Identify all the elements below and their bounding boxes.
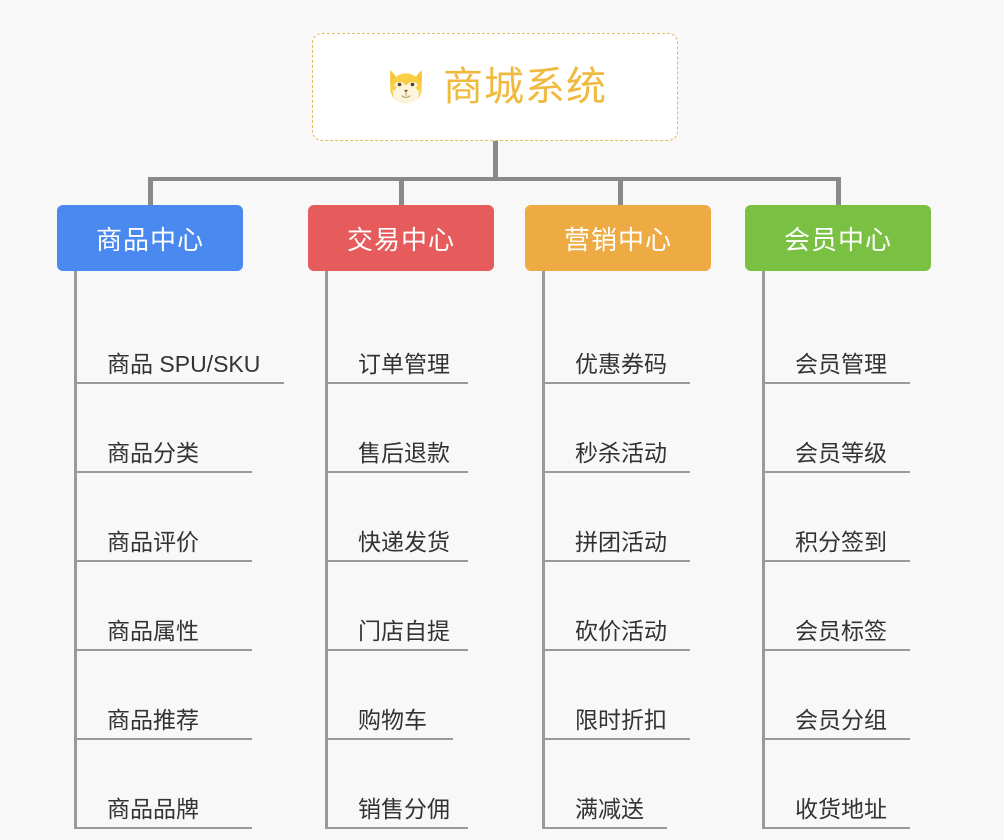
connector-drop-1 [148, 177, 153, 205]
list-item[interactable]: 限时折扣 [545, 651, 690, 740]
leaf-label: 会员等级 [795, 439, 887, 466]
list-item[interactable]: 满减送 [545, 740, 667, 829]
leaf-label: 会员分组 [795, 706, 887, 733]
leaf-label: 满减送 [575, 795, 644, 822]
root-title: 商城系统 [443, 65, 607, 109]
list-item[interactable]: 会员标签 [765, 562, 910, 651]
branch-member-center: 会员中心 会员管理 会员等级 积分签到 会员标签 会员分组 收货地址 [745, 205, 931, 829]
list-item[interactable]: 秒杀活动 [545, 384, 690, 473]
list-item[interactable]: 门店自提 [328, 562, 468, 651]
connector-drop-3 [618, 177, 623, 205]
leaf-label: 订单管理 [358, 350, 450, 377]
leaf-label: 商品品牌 [107, 795, 199, 822]
leaf-label: 购物车 [358, 706, 427, 733]
leaf-label: 会员标签 [795, 617, 887, 644]
list-item[interactable]: 会员等级 [765, 384, 910, 473]
leaf-label: 砍价活动 [575, 617, 667, 644]
branch-header-marketing-center[interactable]: 营销中心 [525, 205, 711, 271]
root-node[interactable]: 商城系统 [312, 33, 678, 141]
leaf-label: 会员管理 [795, 350, 887, 377]
leaf-label: 商品 SPU/SKU [107, 350, 261, 377]
list-item[interactable]: 商品评价 [77, 473, 252, 562]
list-item[interactable]: 销售分佣 [328, 740, 468, 829]
leaf-list-product-center: 商品 SPU/SKU 商品分类 商品评价 商品属性 商品推荐 商品品牌 [74, 271, 284, 829]
leaf-label: 拼团活动 [575, 528, 667, 555]
leaf-label: 积分签到 [795, 528, 887, 555]
leaf-list-marketing-center: 优惠券码 秒杀活动 拼团活动 砍价活动 限时折扣 满减送 [542, 271, 690, 829]
branch-header-trade-center[interactable]: 交易中心 [308, 205, 494, 271]
list-item[interactable]: 售后退款 [328, 384, 468, 473]
leaf-label: 快递发货 [358, 528, 450, 555]
list-item[interactable]: 收货地址 [765, 740, 910, 829]
leaf-label: 收货地址 [795, 795, 887, 822]
connector-drop-4 [836, 177, 841, 205]
list-item[interactable]: 购物车 [328, 651, 453, 740]
list-item[interactable]: 会员分组 [765, 651, 910, 740]
leaf-label: 限时折扣 [575, 706, 667, 733]
leaf-label: 销售分佣 [358, 795, 450, 822]
list-item[interactable]: 商品分类 [77, 384, 252, 473]
leaf-label: 商品分类 [107, 439, 199, 466]
branch-header-member-center[interactable]: 会员中心 [745, 205, 931, 271]
shiba-dog-icon [390, 69, 422, 104]
branch-trade-center: 交易中心 订单管理 售后退款 快递发货 门店自提 购物车 销售分佣 [308, 205, 494, 829]
list-item[interactable]: 砍价活动 [545, 562, 690, 651]
leaf-list-member-center: 会员管理 会员等级 积分签到 会员标签 会员分组 收货地址 [762, 271, 910, 829]
list-item[interactable]: 商品品牌 [77, 740, 252, 829]
list-item[interactable]: 商品 SPU/SKU [77, 295, 284, 384]
list-item[interactable]: 会员管理 [765, 295, 910, 384]
list-item[interactable]: 拼团活动 [545, 473, 690, 562]
leaf-label: 商品属性 [107, 617, 199, 644]
list-item[interactable]: 积分签到 [765, 473, 910, 562]
connector-horizontal-bus [150, 177, 840, 181]
connector-root-stem [493, 141, 498, 179]
branch-header-product-center[interactable]: 商品中心 [57, 205, 243, 271]
leaf-label: 售后退款 [358, 439, 450, 466]
list-item[interactable]: 订单管理 [328, 295, 468, 384]
connector-drop-2 [399, 177, 404, 205]
list-item[interactable]: 快递发货 [328, 473, 468, 562]
branch-marketing-center: 营销中心 优惠券码 秒杀活动 拼团活动 砍价活动 限时折扣 满减送 [525, 205, 711, 829]
leaf-label: 商品推荐 [107, 706, 199, 733]
leaf-label: 秒杀活动 [575, 439, 667, 466]
list-item[interactable]: 优惠券码 [545, 295, 690, 384]
list-item[interactable]: 商品属性 [77, 562, 252, 651]
leaf-list-trade-center: 订单管理 售后退款 快递发货 门店自提 购物车 销售分佣 [325, 271, 468, 829]
leaf-label: 门店自提 [358, 617, 450, 644]
list-item[interactable]: 商品推荐 [77, 651, 252, 740]
leaf-label: 优惠券码 [575, 350, 667, 377]
leaf-label: 商品评价 [107, 528, 199, 555]
branch-product-center: 商品中心 商品 SPU/SKU 商品分类 商品评价 商品属性 商品推荐 商品品牌 [57, 205, 284, 829]
